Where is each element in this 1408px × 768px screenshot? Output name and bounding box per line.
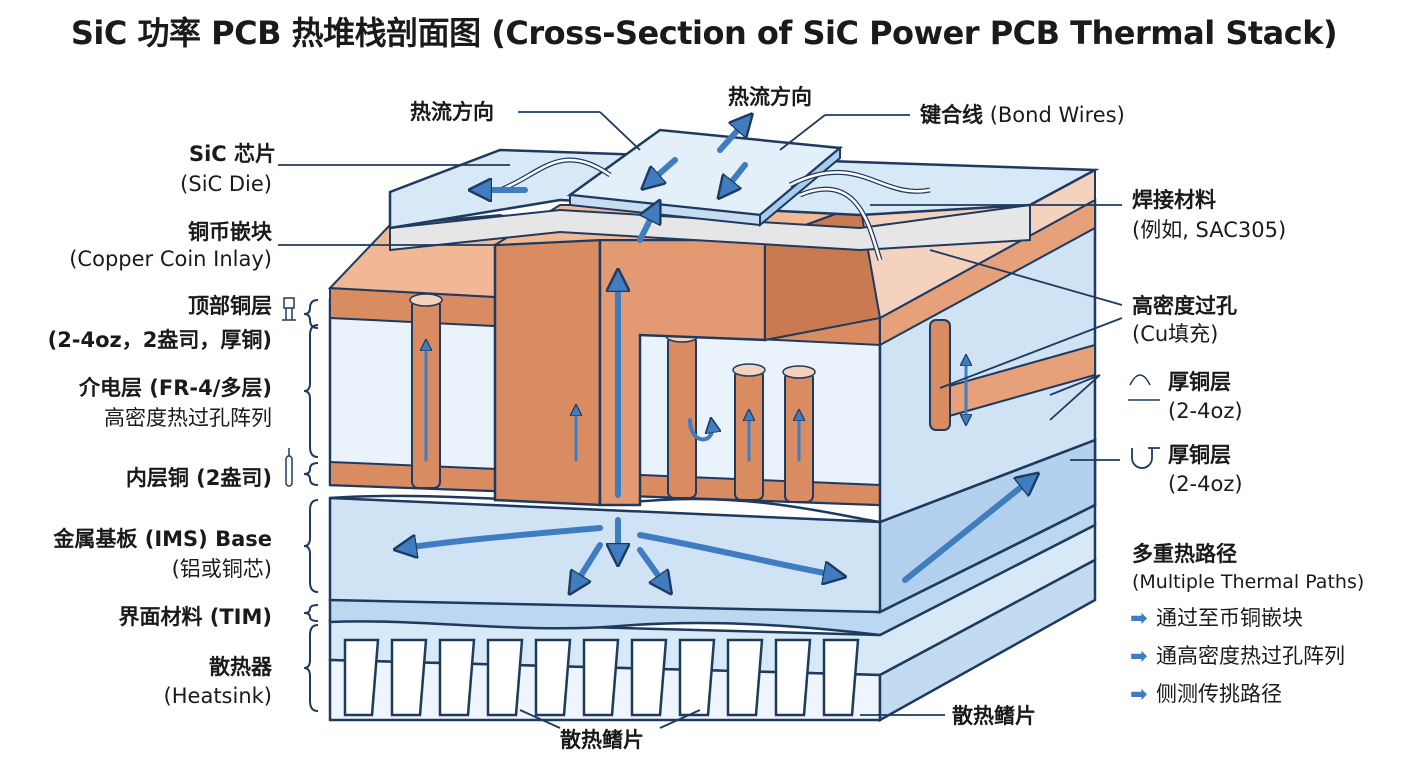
label-tim: 界面材料 (TIM) (118, 605, 272, 629)
label-ims-base: 金属基板 (IMS) Base (53, 527, 272, 551)
arrow-right-icon: ➡ (1130, 682, 1148, 706)
label-bond-wires: 键合线 (Bond Wires) (920, 103, 1125, 128)
label-copper-coin-en: (Copper Coin Inlay) (69, 247, 272, 271)
label-sic-die: SiC 芯片 (188, 142, 276, 166)
label-bond-wires-zh: 键合线 (920, 103, 983, 127)
label-fins-bottom: 散热鳍片 (560, 728, 644, 752)
label-dielectric: 介电层 (FR-4/多层) (78, 376, 272, 400)
label-thick-cu-2: 厚铜层 (1168, 443, 1231, 467)
bullet-text: 侧测传挑路径 (1156, 682, 1282, 706)
label-solder: 焊接材料 (1132, 188, 1216, 212)
label-heat-flow-left: 热流方向 (410, 100, 494, 124)
label-heatsink-en: (Heatsink) (163, 684, 272, 708)
label-thick-cu-1: 厚铜层 (1168, 370, 1231, 394)
label-solder-en: (例如, SAC305) (1132, 218, 1287, 242)
magnet-icon (1131, 447, 1160, 469)
label-top-copper-spec: (2-4oz，2盎司，厚铜) (47, 328, 272, 352)
label-multi-paths-en: (Multiple Thermal Paths) (1132, 571, 1365, 593)
arrow-right-icon: ➡ (1130, 644, 1148, 668)
heatsink-fins (343, 638, 860, 717)
bullet-item: ➡ 通高密度热过孔阵列 (1130, 644, 1345, 669)
label-dielectric-vias: 高密度热过孔阵列 (104, 406, 272, 430)
label-multi-paths: 多重热路径 (1132, 542, 1237, 566)
label-hd-via: 高密度过孔 (1132, 294, 1237, 318)
label-thick-cu-1-en: (2-4oz) (1168, 399, 1243, 423)
label-thick-cu-2-en: (2-4oz) (1168, 472, 1243, 496)
label-sic-die-en: (SiC Die) (180, 172, 272, 196)
layer-braces (303, 299, 319, 712)
heat-flow-arrows (405, 122, 1030, 585)
arrow-right-icon: ➡ (1130, 606, 1148, 630)
page-title: SiC 功率 PCB 热堆栈剖面图 (Cross-Section of SiC … (70, 14, 1338, 52)
heatsink (328, 522, 1097, 723)
label-ims-base-core: (铝或铜芯) (171, 557, 272, 581)
bullet-text: 通过至币铜嵌块 (1156, 606, 1303, 630)
label-heat-flow-top: 热流方向 (728, 85, 812, 109)
bullet-item: ➡ 通过至币铜嵌块 (1130, 606, 1303, 631)
leader-lines (278, 111, 1123, 729)
thermometer-icon (285, 448, 293, 487)
label-copper-coin: 铜币嵌块 (188, 220, 272, 244)
label-hd-via-en: (Cu填充) (1132, 322, 1219, 346)
label-fins-right: 散热鳍片 (952, 704, 1036, 728)
label-inner-copper: 内层铜 (2盎司) (125, 466, 272, 490)
bullet-item: ➡ 侧测传挑路径 (1130, 682, 1282, 707)
label-top-copper: 顶部铜层 (188, 294, 272, 318)
copper-spool-icon (282, 297, 296, 321)
sic-die (566, 128, 844, 228)
bullet-text: 通高密度热过孔阵列 (1156, 644, 1345, 668)
label-heatsink: 散热器 (209, 655, 272, 679)
label-bond-wires-en: (Bond Wires) (989, 103, 1125, 127)
thick-copper-icon (1128, 374, 1160, 401)
